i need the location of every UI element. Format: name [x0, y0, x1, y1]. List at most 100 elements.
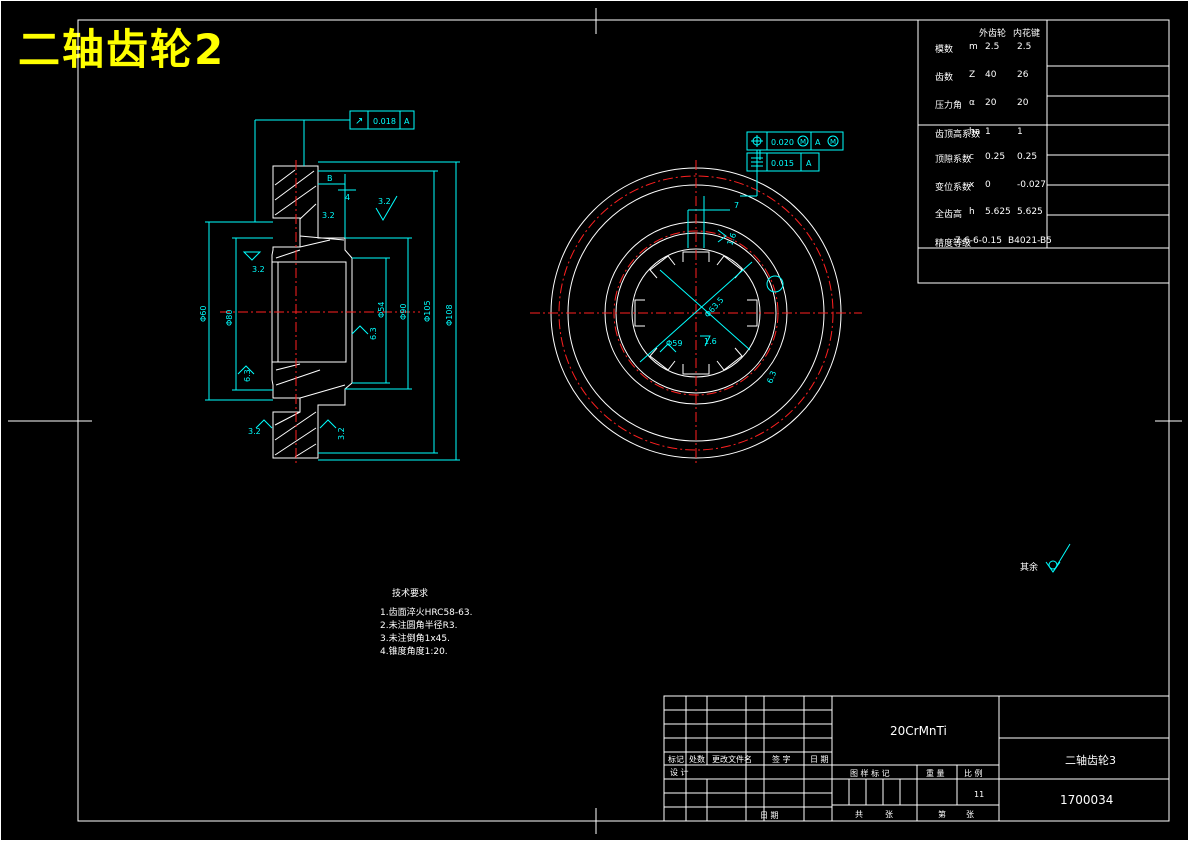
tb-stage: 图 样 标 记: [850, 769, 890, 778]
front-dia: Φ59: [666, 339, 682, 348]
ra-mid: 6.3: [369, 327, 378, 340]
param-label: 顶隙系数: [935, 155, 972, 165]
header-outer: 外齿轮: [979, 29, 1007, 39]
runout-datum: A: [404, 117, 410, 126]
tb-rev-count: 处数: [689, 755, 705, 764]
tb-rev-file: 更改文件名: [712, 755, 752, 764]
tb-sheet-unit: 张: [885, 810, 893, 819]
param-symbol: m: [969, 42, 978, 52]
param-outer-value: 20: [985, 98, 997, 108]
dim-phi60: Φ60: [199, 306, 208, 322]
position-tolerance-frame: 0.020 M A M: [746, 131, 844, 151]
symmetry-tolerance-frame: 0.015 A: [746, 152, 820, 172]
tb-scale-value: 11: [974, 790, 985, 799]
front-ra1: 1.6: [725, 232, 738, 247]
rest-roughness-symbol: [1045, 543, 1071, 573]
param-label: 全齿高: [935, 210, 963, 220]
dim-phi108: Φ108: [445, 304, 454, 326]
tb-material: 20CrMnTi: [890, 724, 947, 738]
param-symbol: α: [969, 98, 975, 108]
parameter-table: [917, 19, 1170, 284]
ra-bottom-r: 3.2: [337, 427, 346, 440]
title-block: [663, 695, 1170, 822]
param-label: 压力角: [935, 101, 963, 111]
front-ra2: 1.6: [704, 337, 717, 346]
tb-part-name: 二轴齿轮3: [1065, 754, 1116, 767]
runout-tolerance-frame: ↗ 0.018 A: [349, 110, 415, 130]
rest-roughness-label: 其余: [1020, 563, 1039, 573]
symmetry-datum: A: [806, 159, 812, 168]
tb-rev-sign: 签 字: [772, 755, 791, 764]
param-outer-value: 40: [985, 70, 997, 80]
param-outer-value: 0: [985, 180, 991, 190]
tb-weight: 重 量: [926, 769, 945, 778]
position-mod2: M: [830, 138, 836, 146]
tech-item: 3.未注倒角1x45.: [380, 634, 450, 644]
ra-lower: 6.3: [243, 369, 252, 382]
front-dim-labels: 7 1.6 1.6 Φ63.5 Φ59 6.3: [666, 201, 778, 385]
position-mod: M: [800, 138, 806, 146]
param-outer-value: 7-6-6-0.15: [955, 236, 1002, 246]
param-label: 变位系数: [935, 183, 972, 193]
tb-rev-date: 日 期: [810, 755, 829, 764]
front-ra3: 6.3: [765, 370, 778, 385]
tech-requirements: 技术要求 1.齿面淬火HRC58-63. 2.未注圆角半径R3. 3.未注倒角1…: [380, 588, 472, 659]
front-spline-dim: Φ63.5: [703, 295, 726, 319]
param-symbol: x: [969, 180, 975, 190]
tb-design: 设 计: [670, 768, 689, 777]
tb-scale: 比 例: [964, 769, 983, 778]
section-dimensions: [205, 119, 460, 461]
param-inner-value: -0.027: [1017, 180, 1047, 190]
param-outer-value: 2.5: [985, 42, 1000, 52]
drawing-title: 二轴齿轮2: [18, 25, 226, 74]
tech-item: 4.锥度角度1:20.: [380, 647, 448, 657]
param-inner-value: 5.625: [1017, 207, 1043, 217]
param-inner-value: B4021-B5: [1008, 236, 1052, 246]
param-outer-value: 5.625: [985, 207, 1011, 217]
ra-top: 3.2: [378, 197, 391, 206]
tech-item: 2.未注圆角半径R3.: [380, 621, 458, 631]
tb-total: 共: [855, 810, 863, 819]
param-symbol: Z: [969, 70, 976, 80]
dim-phi90: Φ90: [399, 304, 408, 320]
dim-phi54: Φ54: [377, 302, 386, 318]
dim-phi105: Φ105: [423, 300, 432, 322]
roughness-symbols: [237, 195, 398, 429]
param-symbol: ha: [969, 127, 981, 137]
param-label: 齿顶高系数: [935, 130, 981, 140]
front-view: 7 1.6 1.6 Φ63.5 Φ59 6.3 0.020 M A M: [530, 131, 862, 466]
symmetry-value: 0.015: [771, 159, 794, 168]
runout-symbol: ↗: [355, 116, 363, 127]
tb-drawing-no: 1700034: [1060, 793, 1114, 807]
param-inner-value: 2.5: [1017, 42, 1032, 52]
param-label: 精度等级: [935, 239, 972, 249]
dim-phi80: Φ80: [225, 310, 234, 326]
header-inner: 内花键: [1013, 29, 1041, 39]
gear-section-outline: [271, 165, 353, 459]
tb-sheet-unit2: 张: [966, 810, 974, 819]
ra-left: 3.2: [252, 265, 265, 274]
param-symbol: c: [969, 152, 974, 162]
section-view: ↗ 0.018 A B 4 3.2 3.2 3.2 6.3 6.3 3.2 3.…: [199, 110, 460, 466]
param-outer-value: 0.25: [985, 152, 1006, 162]
param-label: 模数: [935, 45, 954, 55]
tb-rev-mark: 标记: [668, 755, 684, 764]
ra-inner: 3.2: [322, 211, 335, 220]
position-datum: A: [815, 138, 821, 147]
ra-bottom-l: 3.2: [248, 427, 261, 436]
param-inner-value: 1: [1017, 127, 1023, 137]
param-inner-value: 0.25: [1017, 152, 1038, 162]
param-inner-value: 20: [1017, 98, 1029, 108]
runout-value: 0.018: [373, 117, 396, 126]
tb-date: 日 期: [760, 811, 779, 820]
param-symbol: h: [969, 207, 975, 217]
tech-item: 1.齿面淬火HRC58-63.: [380, 608, 473, 618]
section-dim-labels: B 4 3.2 3.2 3.2 6.3 6.3 3.2 3.2 Φ60 Φ80 …: [199, 174, 454, 440]
param-outer-value: 1: [985, 127, 991, 137]
front-dim-top: 7: [734, 201, 739, 210]
param-label: 齿数: [935, 73, 954, 83]
dim-b: B: [327, 174, 333, 183]
dim-4: 4: [345, 193, 350, 202]
